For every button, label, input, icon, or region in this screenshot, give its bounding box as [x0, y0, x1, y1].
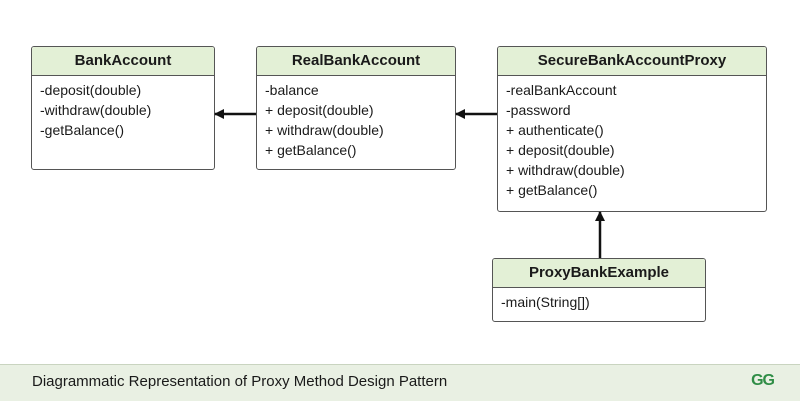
class-member: -deposit(double) — [40, 82, 142, 98]
class-member: + getBalance() — [506, 182, 598, 198]
class-name: RealBankAccount — [257, 47, 455, 76]
class-member: -withdraw(double) — [40, 102, 152, 118]
class-proxy-bank-example: ProxyBankExample -main(String[]) — [492, 258, 706, 322]
class-name: SecureBankAccountProxy — [498, 47, 766, 76]
geeksforgeeks-logo-icon: GG — [751, 372, 775, 389]
class-secure-bank-account-proxy: SecureBankAccountProxy -realBankAccount … — [497, 46, 767, 212]
class-member: + deposit(double) — [506, 142, 615, 158]
class-member: -main(String[]) — [501, 294, 590, 310]
footer-caption: Diagrammatic Representation of Proxy Met… — [32, 373, 448, 390]
class-member: + authenticate() — [506, 122, 604, 138]
relationship-arrows — [214, 109, 605, 258]
class-member: -realBankAccount — [506, 82, 617, 98]
class-member: -getBalance() — [40, 122, 125, 138]
class-name: BankAccount — [32, 47, 214, 76]
class-bank-account: BankAccount -deposit(double) -withdraw(d… — [31, 46, 215, 170]
footer-bar: Diagrammatic Representation of Proxy Met… — [0, 364, 800, 401]
class-member: -password — [506, 102, 571, 118]
class-name: ProxyBankExample — [493, 259, 705, 288]
class-member: + withdraw(double) — [506, 162, 625, 178]
class-real-bank-account: RealBankAccount -balance + deposit(doubl… — [256, 46, 456, 170]
class-member: + deposit(double) — [265, 102, 374, 118]
class-member: + withdraw(double) — [265, 122, 384, 138]
class-member: -balance — [265, 82, 319, 98]
class-member: + getBalance() — [265, 142, 357, 158]
